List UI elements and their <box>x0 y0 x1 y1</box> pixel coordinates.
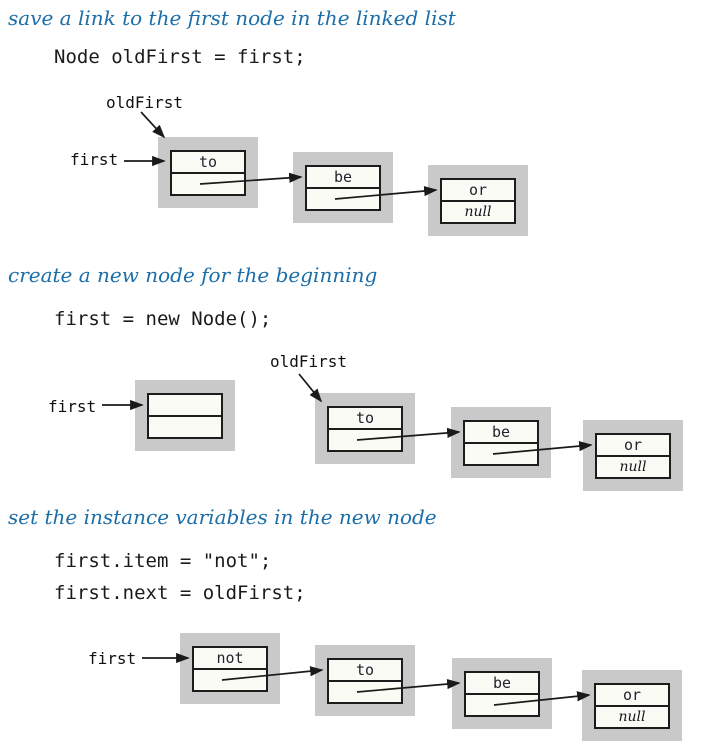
code-line: Node oldFirst = first; <box>54 46 306 68</box>
node-item-cell: or <box>623 436 643 454</box>
node-null-cell: null <box>597 455 669 477</box>
first-label: first <box>88 649 137 668</box>
node-next-cell <box>329 428 401 450</box>
node-item-cell: be <box>492 674 512 692</box>
node-to: to <box>315 645 415 716</box>
node-box: be <box>305 165 381 211</box>
section-heading: set the instance variables in the new no… <box>8 505 437 529</box>
oldfirst-label: oldFirst <box>270 352 348 371</box>
node-item-cell: or <box>622 686 642 704</box>
node-be: be <box>451 407 551 478</box>
node-item-cell: or <box>468 181 488 199</box>
node-box: to <box>170 150 246 196</box>
node-box: be <box>464 671 540 717</box>
node-box: or null <box>440 178 516 224</box>
first-label: first <box>70 150 119 169</box>
section-heading: save a link to the first node in the lin… <box>8 6 456 30</box>
node-next-cell <box>307 187 379 209</box>
node-item-cell: not <box>216 649 244 667</box>
node-box: to <box>327 658 403 704</box>
node-next-cell <box>149 415 221 437</box>
node-next-cell <box>329 680 401 702</box>
node-to: to <box>315 393 415 464</box>
node-item-cell: to <box>355 661 375 679</box>
node-item-cell: to <box>198 153 218 171</box>
node-item-cell: be <box>491 423 511 441</box>
node-next-cell <box>172 172 244 194</box>
node-box: to <box>327 406 403 452</box>
code-line: first.item = "not"; <box>54 550 272 572</box>
node-or: or null <box>582 670 682 741</box>
node-new-empty <box>135 380 235 451</box>
node-not: not <box>180 633 280 704</box>
node-to: to <box>158 137 258 208</box>
node-item-cell: be <box>333 168 353 186</box>
node-next-cell <box>465 442 537 464</box>
node-next-cell <box>194 668 266 690</box>
node-be: be <box>293 152 393 223</box>
node-box: not <box>192 646 268 692</box>
node-box: or null <box>594 683 670 729</box>
node-box: or null <box>595 433 671 479</box>
oldfirst-pointer-arrow <box>140 111 166 139</box>
node-item-cell <box>149 395 221 415</box>
code-line: first.next = oldFirst; <box>54 582 306 604</box>
node-box: be <box>463 420 539 466</box>
node-item-cell: to <box>355 409 375 427</box>
node-be: be <box>452 658 552 729</box>
node-box <box>147 393 223 439</box>
first-label: first <box>48 397 97 416</box>
node-or: or null <box>428 165 528 236</box>
node-next-cell <box>466 693 538 715</box>
node-null-cell: null <box>442 200 514 222</box>
node-null-cell: null <box>596 705 668 727</box>
oldfirst-label: oldFirst <box>106 93 184 112</box>
code-line: first = new Node(); <box>54 308 272 330</box>
node-or: or null <box>583 420 683 491</box>
section-heading: create a new node for the beginning <box>8 263 378 287</box>
